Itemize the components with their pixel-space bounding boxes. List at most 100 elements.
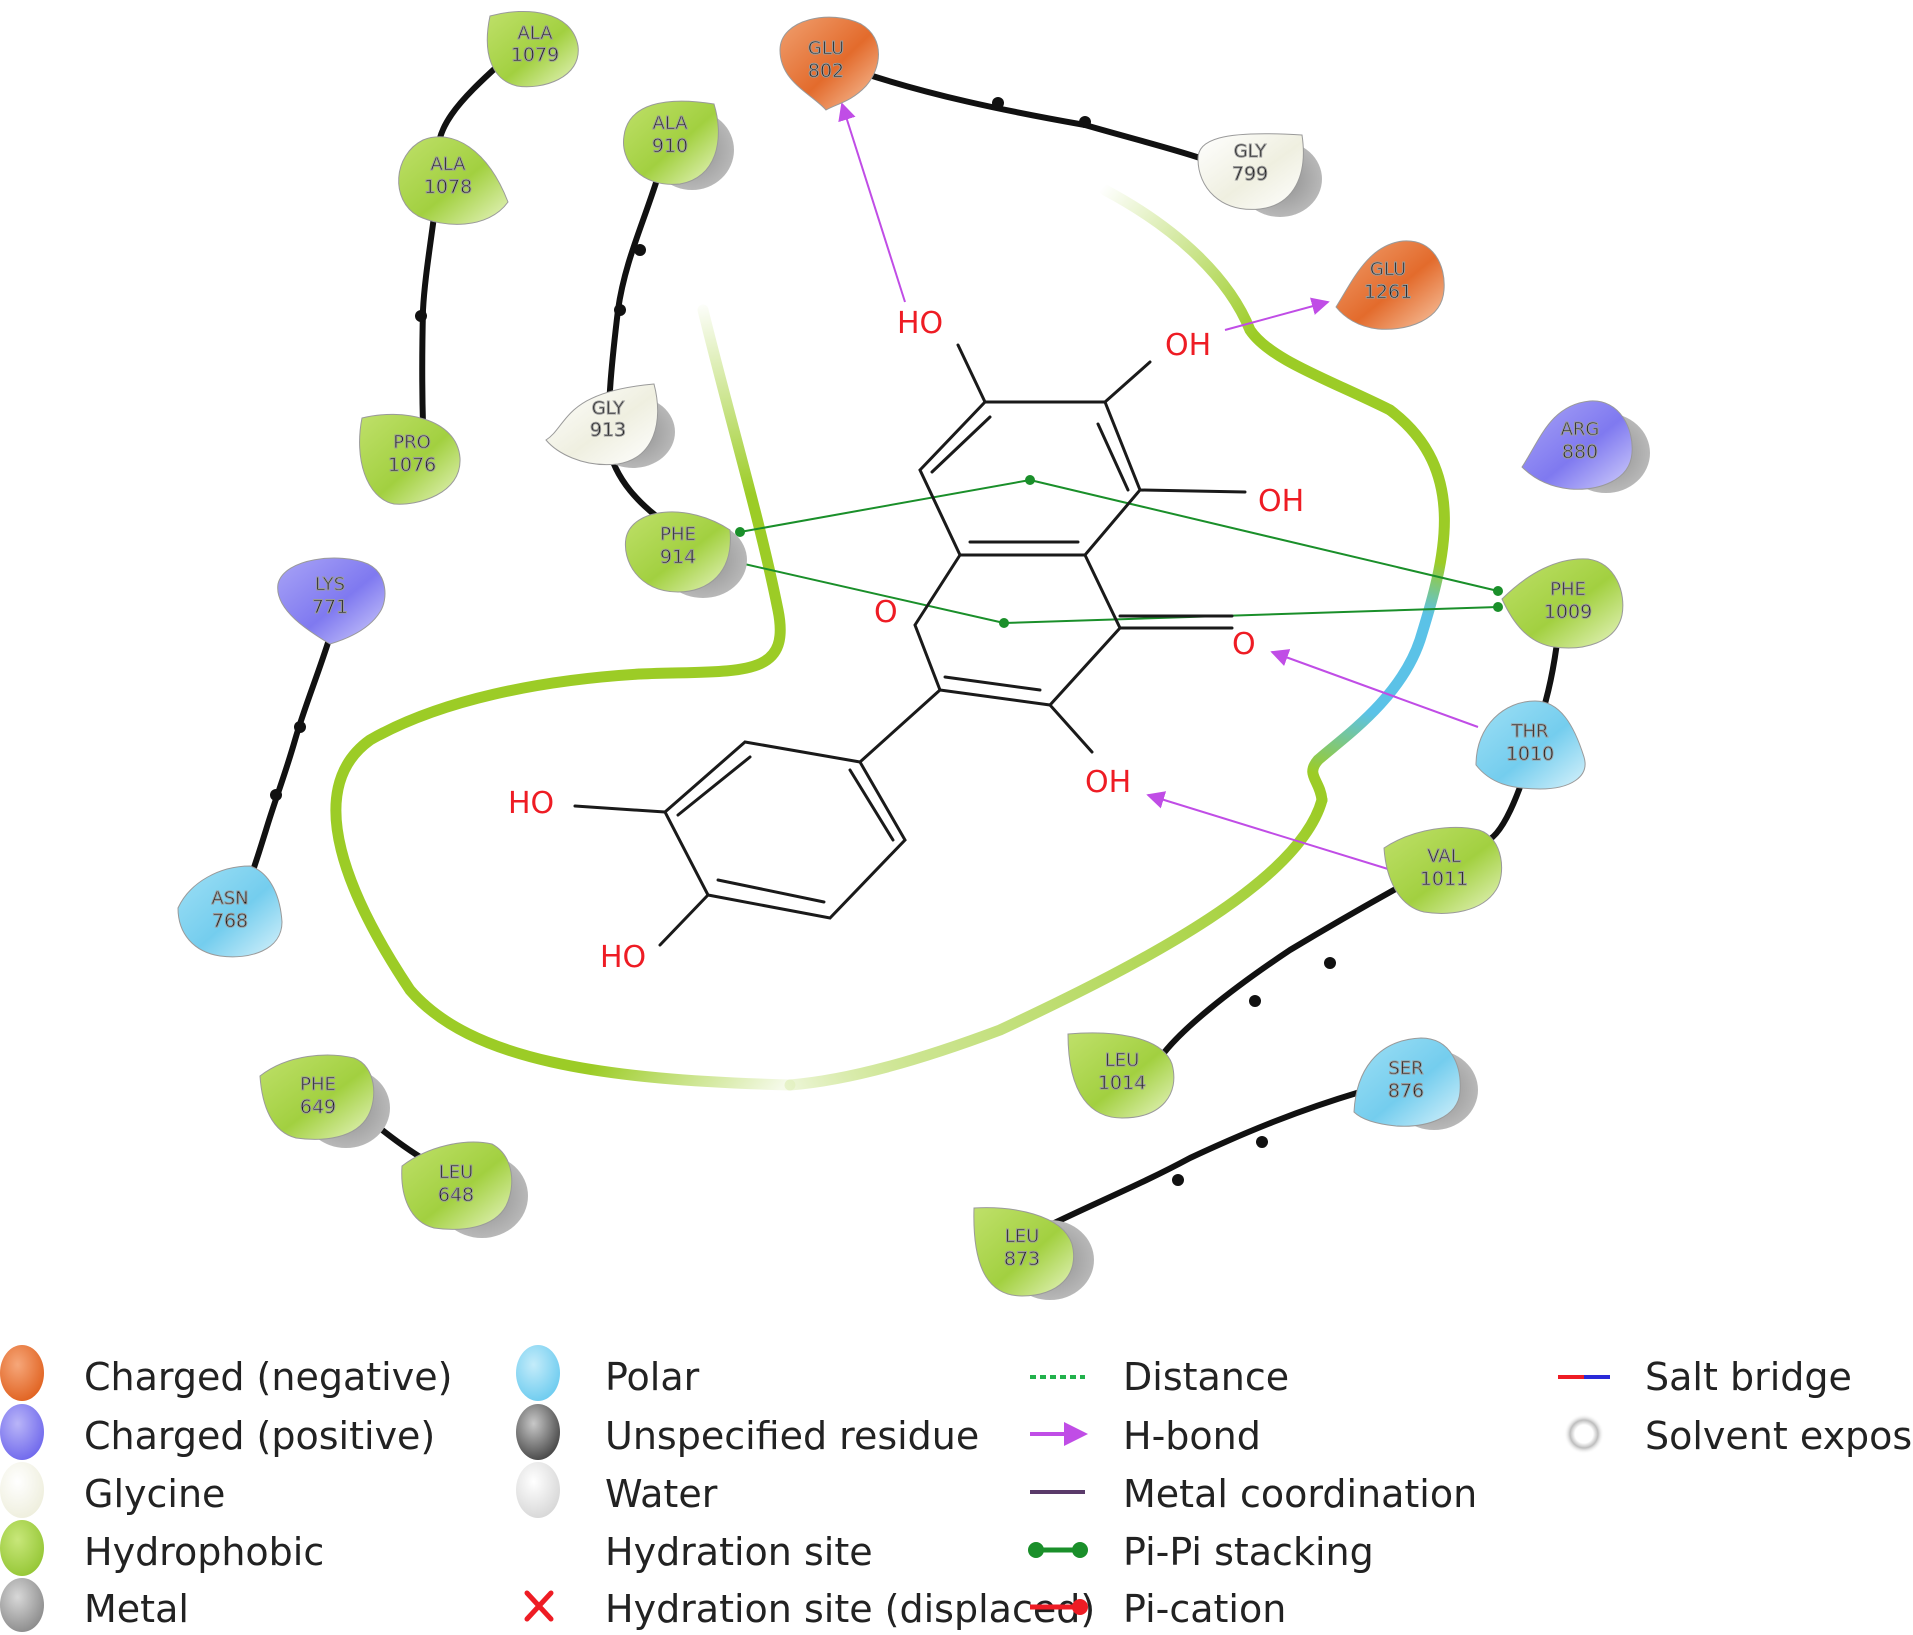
svg-text:1079: 1079	[511, 44, 559, 66]
pocket-segment-left-lower	[330, 668, 796, 1091]
residue-asn768: ASN 768	[177, 865, 283, 958]
residue-glu1261: GLU 1261	[1335, 240, 1445, 330]
binding-pocket-outline	[330, 184, 1450, 1091]
legend-water-swatch	[516, 1462, 560, 1518]
chain-glu802-gly799	[857, 69, 1203, 161]
residue-gly913: GLY 913	[545, 383, 675, 468]
residue-pro1076: PRO 1076	[359, 413, 461, 505]
svg-text:1014: 1014	[1098, 1072, 1146, 1094]
atom-ho-catechol-2: HO	[600, 940, 646, 975]
legend-unspecified-swatch	[516, 1404, 560, 1460]
residue-ala910: ALA 910	[623, 100, 734, 190]
svg-text:Charged (negative): Charged (negative)	[84, 1355, 452, 1399]
atom-oh-right-mid: OH	[1258, 484, 1304, 519]
legend-metal: Metal	[0, 1578, 189, 1632]
legend: Charged (negative) Charged (positive) Gl…	[0, 1345, 1913, 1632]
svg-text:LYS: LYS	[315, 574, 345, 595]
svg-text:GLY: GLY	[1234, 141, 1268, 162]
svg-text:1076: 1076	[388, 454, 436, 476]
svg-text:Pi-cation: Pi-cation	[1123, 1587, 1286, 1631]
pi-pi-stacking-lines	[739, 479, 1499, 624]
legend-pipi: Pi-Pi stacking	[1028, 1530, 1374, 1574]
pipi-stacking-icon	[1028, 1542, 1088, 1558]
pication-icon	[1030, 1599, 1088, 1615]
residue-thr1010: THR 1010	[1475, 700, 1586, 790]
svg-text:Distance: Distance	[1123, 1355, 1289, 1399]
svg-text:PHE: PHE	[1550, 579, 1586, 600]
svg-text:799: 799	[1232, 163, 1268, 185]
svg-text:ALA: ALA	[430, 154, 466, 175]
svg-text:Salt bridge: Salt bridge	[1645, 1355, 1852, 1399]
legend-glycine: Glycine	[0, 1462, 225, 1518]
svg-text:914: 914	[660, 546, 696, 568]
residue-leu873: LEU 873	[973, 1207, 1094, 1300]
pi-pi-stacking-dots	[735, 475, 1503, 628]
legend-glycine-swatch	[0, 1462, 44, 1518]
legend-negative-swatch	[0, 1345, 44, 1401]
atom-ring-oxygen: O	[874, 595, 898, 630]
residue-arg880: ARG 880	[1521, 400, 1650, 493]
svg-text:Pi-Pi stacking: Pi-Pi stacking	[1123, 1530, 1374, 1574]
legend-hydrophobic-swatch	[0, 1520, 44, 1576]
h-bond-arrows	[838, 102, 1479, 870]
residue-ser876: SER 876	[1353, 1037, 1478, 1130]
svg-text:LEU: LEU	[1005, 1226, 1040, 1247]
residue-val1011: VAL 1011	[1383, 826, 1503, 914]
legend-solvent-exposure: Solvent exposure	[1564, 1414, 1913, 1458]
residue-leu1014: LEU 1014	[1067, 1032, 1175, 1119]
svg-text:Hydration site (displaced): Hydration site (displaced)	[605, 1587, 1095, 1631]
svg-text:880: 880	[1562, 441, 1598, 463]
residue-phe1009: PHE 1009	[1501, 558, 1624, 649]
svg-text:PHE: PHE	[300, 1074, 336, 1095]
legend-negative: Charged (negative)	[0, 1345, 452, 1401]
backbone-dots	[270, 97, 1336, 1186]
svg-text:ALA: ALA	[652, 113, 688, 134]
svg-text:Solvent exposure: Solvent exposure	[1645, 1414, 1913, 1458]
svg-text:802: 802	[808, 60, 844, 82]
svg-text:771: 771	[312, 596, 348, 618]
svg-text:Water: Water	[605, 1472, 718, 1516]
svg-text:Hydrophobic: Hydrophobic	[84, 1530, 324, 1574]
residue-leu648: LEU 648	[401, 1141, 528, 1238]
svg-text:Metal coordination: Metal coordination	[1123, 1472, 1477, 1516]
legend-salt-bridge: Salt bridge	[1558, 1355, 1852, 1399]
ligand-structure	[573, 343, 1247, 947]
svg-text:SER: SER	[1388, 1058, 1423, 1079]
residue-glu802: GLU 802	[779, 16, 879, 111]
legend-unspecified: Unspecified residue	[516, 1404, 979, 1460]
backbone-chains	[240, 59, 1561, 1233]
legend-hydrophobic: Hydrophobic	[0, 1520, 324, 1576]
legend-hbond: H-bond	[1030, 1414, 1261, 1458]
chain-ser876-leu873	[1037, 1089, 1363, 1233]
svg-text:LEU: LEU	[439, 1162, 474, 1183]
residue-gly799: GLY 799	[1197, 133, 1322, 217]
svg-text:PHE: PHE	[660, 524, 696, 545]
svg-text:1009: 1009	[1544, 601, 1592, 623]
svg-text:H-bond: H-bond	[1123, 1414, 1261, 1458]
chain-phe1009-leu1014	[1157, 632, 1561, 1061]
legend-water: Water	[516, 1462, 718, 1518]
residues: ALA 1079 ALA 1078 PRO 1076 ALA 910 GLY 9…	[177, 10, 1650, 1300]
svg-text:ALA: ALA	[517, 23, 553, 44]
legend-metal-coordination: Metal coordination	[1030, 1472, 1477, 1516]
svg-text:649: 649	[300, 1096, 336, 1118]
svg-text:1010: 1010	[1506, 743, 1554, 765]
pocket-segment-top-right	[1099, 184, 1396, 416]
legend-metal-swatch	[0, 1578, 44, 1632]
hydration-displaced-cross-icon	[524, 1590, 554, 1622]
legend-positive-swatch	[0, 1404, 44, 1460]
svg-text:LEU: LEU	[1105, 1050, 1140, 1071]
svg-text:ASN: ASN	[211, 888, 248, 909]
svg-text:Glycine: Glycine	[84, 1472, 225, 1516]
atom-carbonyl-oxygen: O	[1232, 627, 1256, 662]
hbond-arrow-icon	[1030, 1422, 1088, 1446]
solvent-exposure-icon	[1564, 1414, 1604, 1454]
svg-text:Polar: Polar	[605, 1355, 700, 1399]
residue-phe914: PHE 914	[624, 511, 747, 598]
residue-ala1079: ALA 1079	[486, 10, 590, 92]
atom-oh-lower: OH	[1085, 765, 1131, 800]
residue-lys771: LYS 771	[277, 557, 386, 645]
pocket-segment-bottom-right	[784, 794, 1328, 1091]
atom-ho-catechol-1: HO	[508, 786, 554, 821]
residue-phe649: PHE 649	[259, 1054, 390, 1148]
